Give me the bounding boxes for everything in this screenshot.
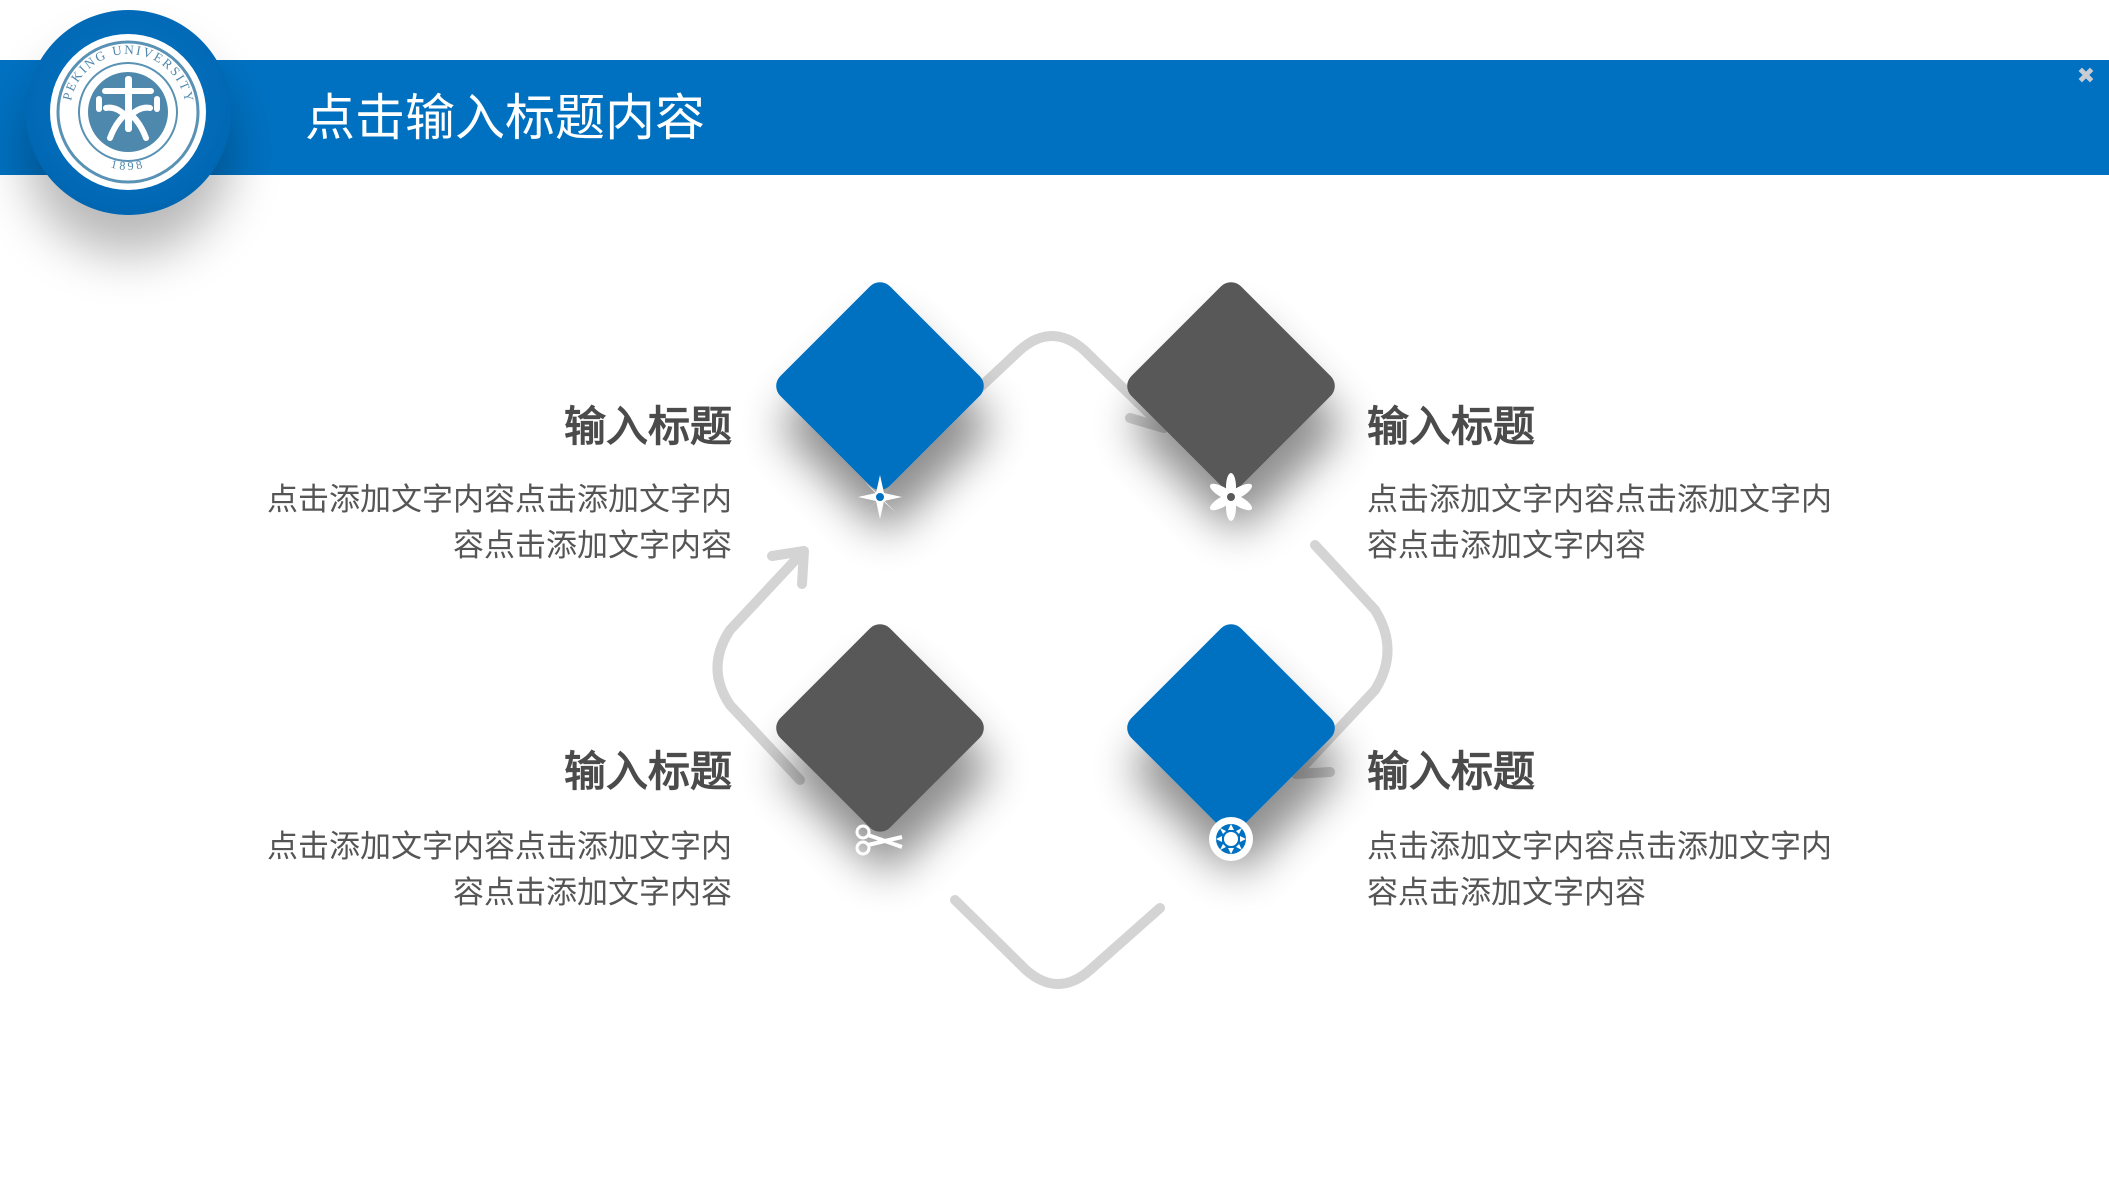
arrow-left-head xyxy=(767,546,809,589)
item-1-text[interactable]: 点击添加文字内容点击添加文字内容点击添加文字内容 xyxy=(267,482,732,564)
arrow-right xyxy=(1295,540,1393,775)
logo: PEKING UNIVERSITY 1898 xyxy=(26,10,231,215)
diamond-2 xyxy=(1127,282,1335,490)
sun-gear-icon xyxy=(1209,817,1253,861)
arrow-left xyxy=(712,550,805,785)
compass-star-icon xyxy=(858,475,902,519)
item-4-text[interactable]: 点击添加文字内容点击添加文字内容点击添加文字内容 xyxy=(1367,829,1832,911)
scissors-icon xyxy=(855,824,903,856)
page-title[interactable]: 点击输入标题内容 xyxy=(305,89,705,147)
university-seal-icon: PEKING UNIVERSITY 1898 xyxy=(50,34,206,190)
diamond-3 xyxy=(776,624,984,832)
item-3-title[interactable]: 输入标题 xyxy=(563,747,732,796)
item-3-text[interactable]: 点击添加文字内容点击添加文字内容点击添加文字内容 xyxy=(267,829,732,911)
flower-icon xyxy=(1209,473,1253,521)
item-4-title[interactable]: 输入标题 xyxy=(1367,747,1536,796)
arrow-bottom xyxy=(950,895,1165,989)
seal-year-text: 1898 xyxy=(110,157,144,173)
svg-text:1898: 1898 xyxy=(110,157,147,173)
item-2-title[interactable]: 输入标题 xyxy=(1367,402,1536,451)
arrow-top xyxy=(935,331,1165,430)
close-icon[interactable]: ✖ xyxy=(2076,64,2096,89)
diamond-1 xyxy=(776,282,984,490)
header-bar xyxy=(0,60,2109,175)
item-2-text[interactable]: 点击添加文字内容点击添加文字内容点击添加文字内容 xyxy=(1367,482,1832,564)
item-1-title[interactable]: 输入标题 xyxy=(563,402,732,451)
diamond-4 xyxy=(1127,624,1335,832)
